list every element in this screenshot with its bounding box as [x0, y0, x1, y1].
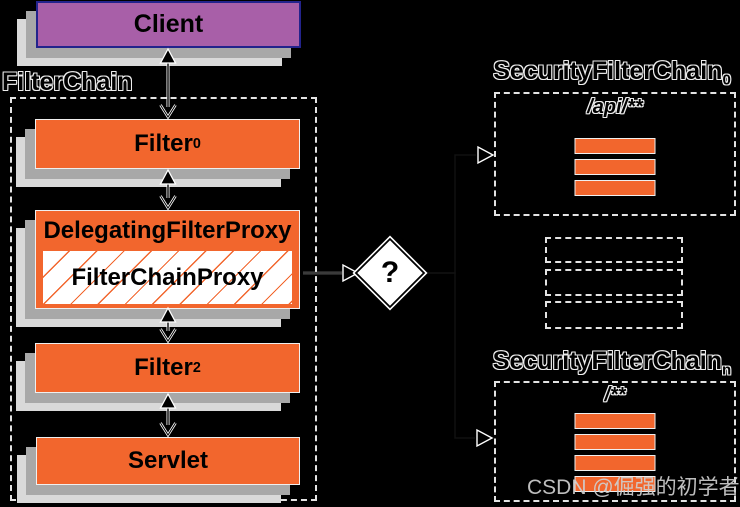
client-box: Client — [36, 1, 301, 48]
filter-bar — [574, 455, 656, 471]
filter-bar — [574, 413, 656, 429]
security-filter-chain-0-title: SecurityFilterChain0 — [493, 57, 731, 89]
filter-bar — [574, 180, 656, 196]
filter0-subscript: 0 — [192, 136, 201, 152]
arrow-right-open-icon — [476, 428, 494, 448]
filterchain-boundary — [10, 97, 317, 501]
url-pattern-api: /api/** — [587, 96, 643, 118]
delegating-filter-proxy-label: DelegatingFilterProxy — [43, 217, 292, 244]
security-filter-chain-0-subscript: 0 — [722, 71, 731, 89]
filter-bar — [574, 159, 656, 175]
filterchain-label: FilterChain — [2, 68, 133, 96]
filter-chain-proxy-box: FilterChainProxy — [43, 251, 292, 304]
arrow-right-open-icon — [477, 145, 495, 165]
filter-bar — [574, 434, 656, 450]
collapsed-chain-box — [545, 237, 683, 263]
filter0-label: Filter — [134, 130, 193, 157]
watermark: CSDN @倔强的初学者 — [527, 476, 740, 499]
servlet-box: Servlet — [36, 437, 300, 485]
arrow-up-icon — [159, 47, 177, 64]
elbow-diamond-to-chain-n — [425, 272, 475, 439]
filter-chain-proxy-label: FilterChainProxy — [71, 263, 264, 291]
filter-bar — [574, 476, 656, 492]
security-filter-chain-n-box: /** — [494, 381, 736, 502]
client-label: Client — [133, 10, 204, 38]
chain0-filter-bars — [574, 138, 656, 196]
chain-n-filter-bars — [574, 413, 656, 492]
security-filter-chain-n-subscript: n — [722, 361, 732, 379]
servlet-label: Servlet — [127, 447, 209, 474]
security-filter-chain-n-title: SecurityFilterChainn — [492, 347, 732, 379]
security-filter-chain-0-box: /api/** — [494, 92, 736, 216]
elbow-diamond-to-chain0 — [425, 154, 476, 274]
decision-question-mark: ? — [380, 256, 400, 289]
collapsed-chain-box — [545, 301, 683, 329]
delegating-filter-proxy-box: DelegatingFilterProxy FilterChainProxy — [35, 210, 300, 309]
filter2-subscript: 2 — [192, 360, 201, 376]
url-pattern-root: /** — [604, 384, 626, 406]
filter2-label: Filter — [134, 354, 193, 381]
collapsed-chain-box — [545, 269, 683, 296]
filter-bar — [574, 138, 656, 154]
